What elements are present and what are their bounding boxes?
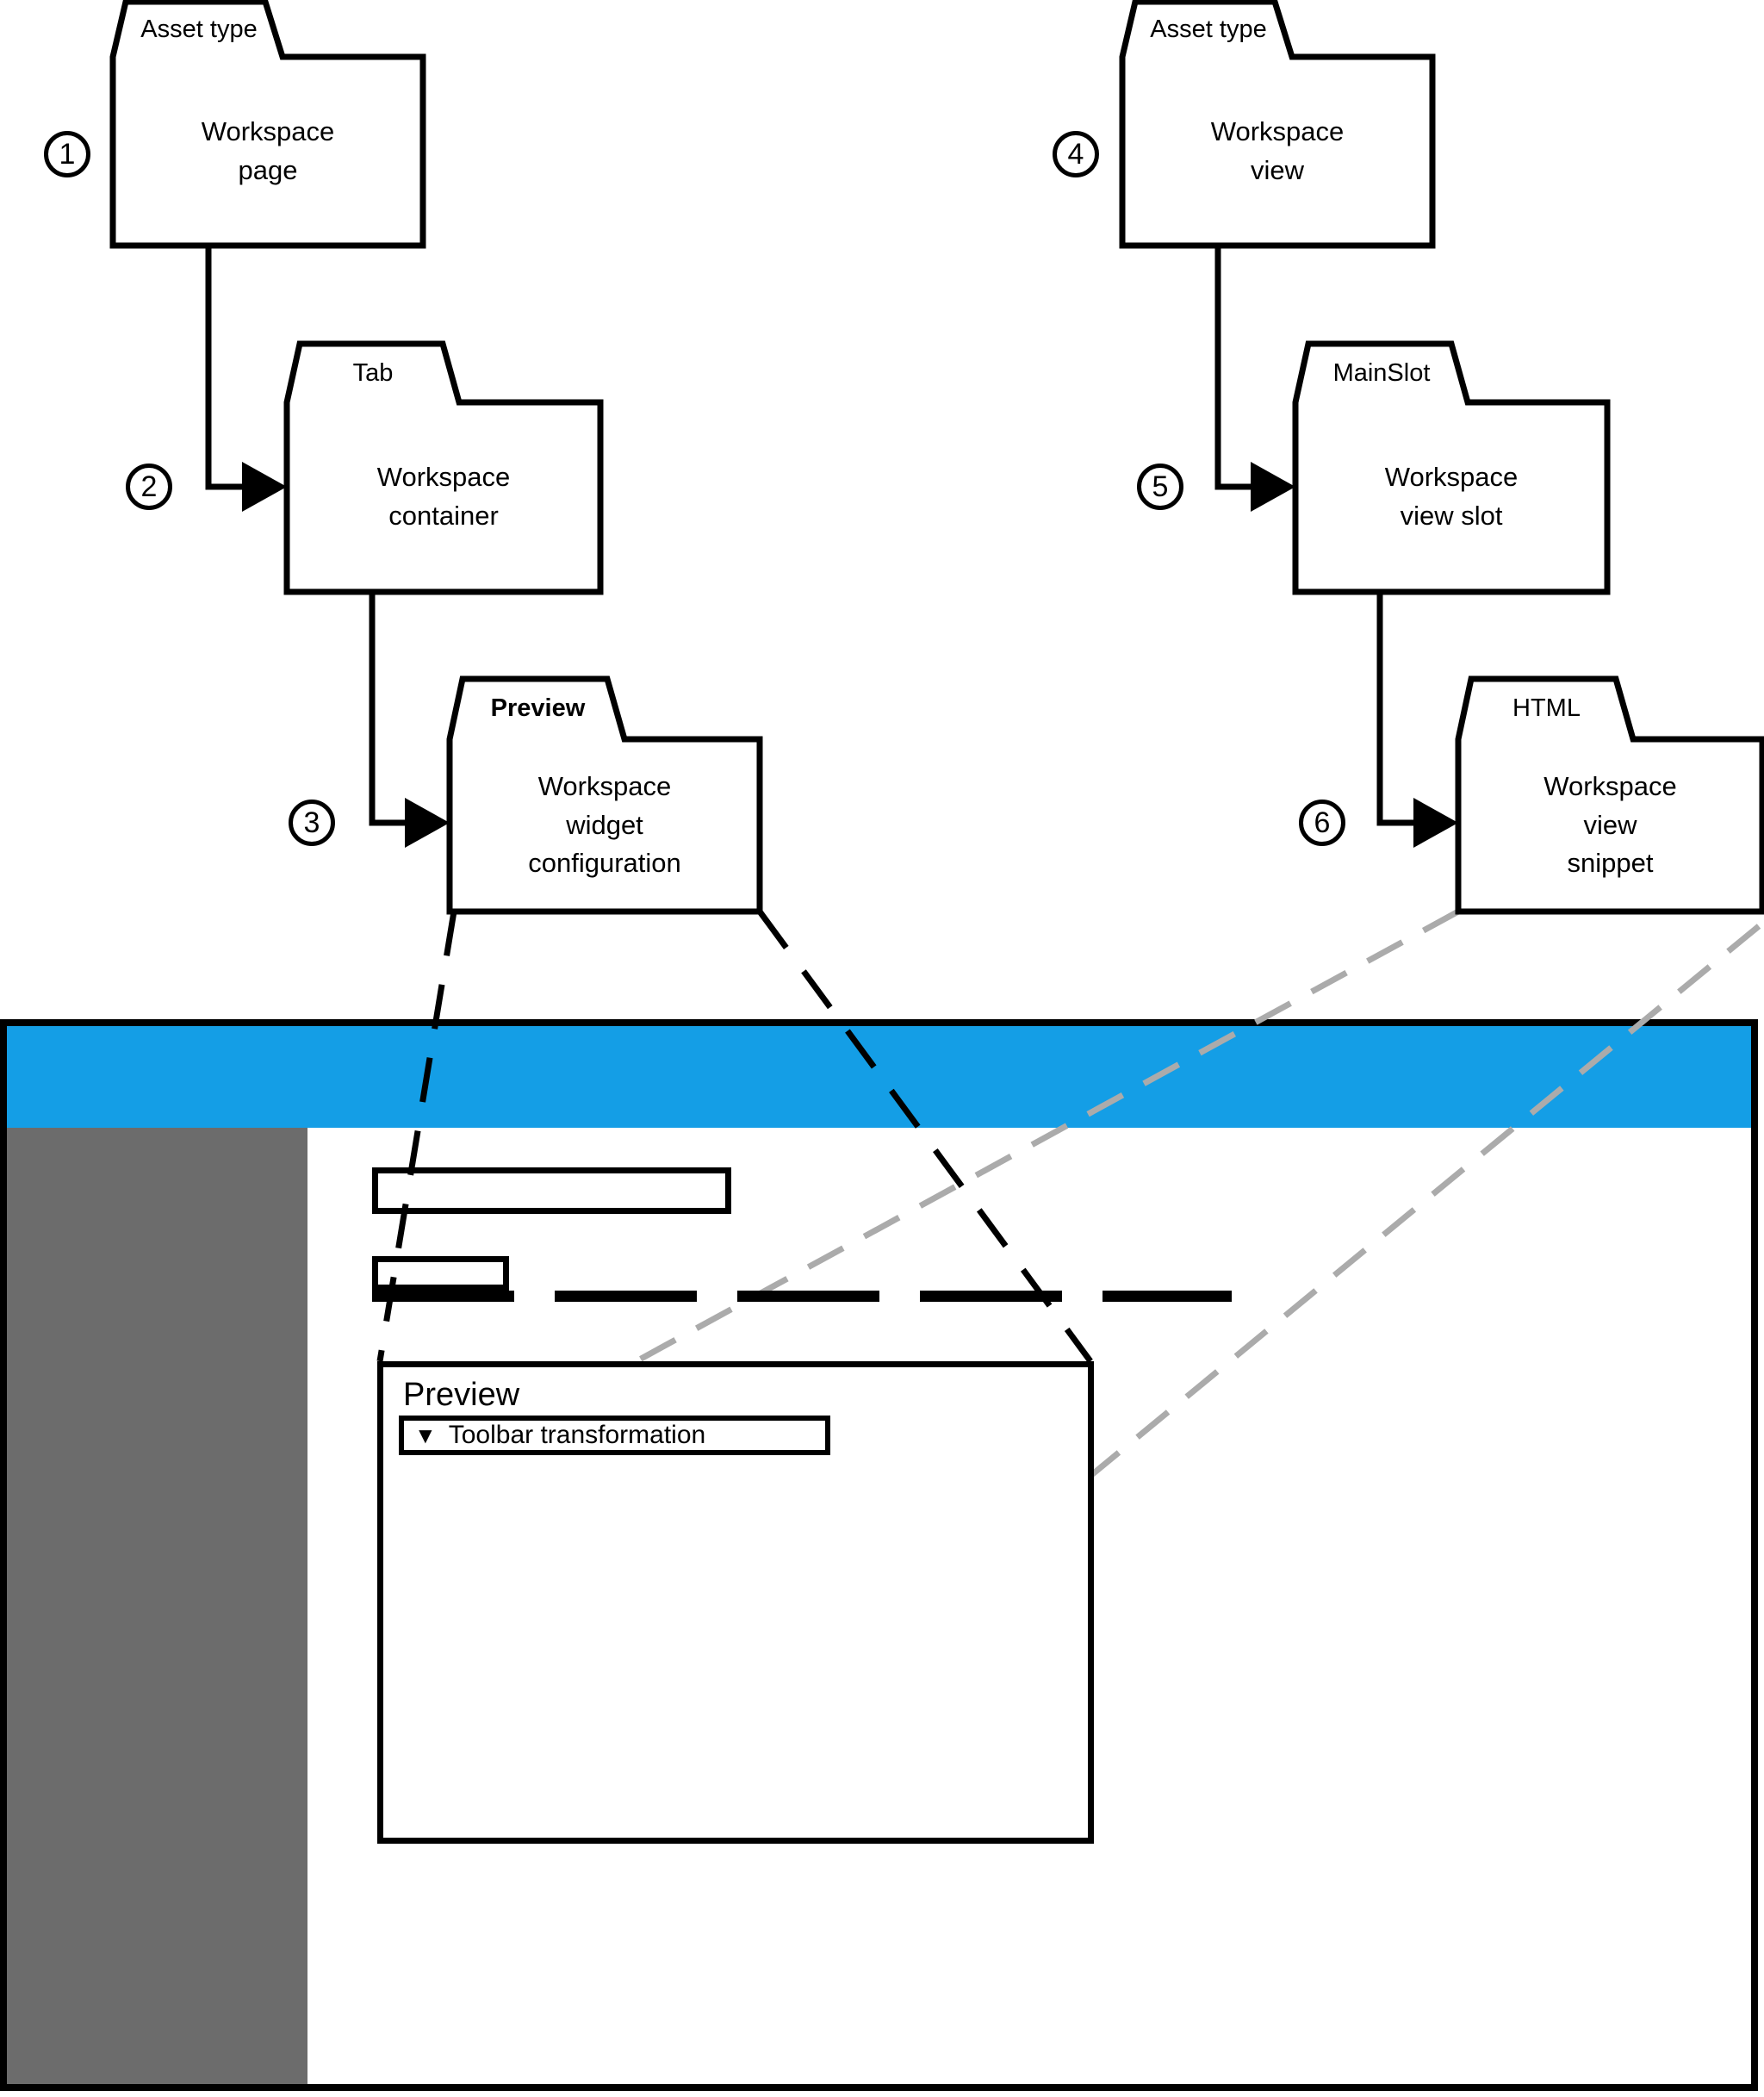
window-bottom-border	[0, 2084, 1758, 2091]
arrowhead-icon-4-to-5	[1251, 462, 1295, 512]
connector-1-to-2	[205, 246, 247, 490]
folder-tab-label: Tab	[352, 358, 394, 387]
folder-body-label: Workspace container	[376, 462, 511, 531]
folder-body-label: Workspace widget configuration	[528, 770, 681, 879]
folder-tab-label: Preview	[490, 694, 586, 722]
window-left-border	[0, 1019, 7, 2091]
folder-tab-label: HTML	[1512, 694, 1581, 722]
preview-panel-title: Preview	[403, 1377, 520, 1413]
tab-separator-dashed-line	[372, 1291, 1232, 1302]
folder-body-label: Workspace view	[1210, 115, 1345, 185]
app-header-bar	[0, 1026, 1758, 1128]
folder-tab-label: Asset type	[1150, 15, 1267, 43]
connector-4-to-5	[1214, 246, 1256, 490]
step-badge-1: 1	[44, 131, 90, 177]
toolbar-transformation-button[interactable]: ▼ Toolbar transformation	[399, 1416, 830, 1455]
folder-tab-label: MainSlot	[1332, 358, 1431, 387]
folder-tab-label: Asset type	[140, 15, 258, 43]
connector-2-to-3	[369, 592, 410, 826]
arrowhead-icon-1-to-2	[242, 462, 287, 512]
window-right-border	[1751, 1019, 1758, 2091]
step-badge-3: 3	[289, 800, 335, 846]
folder-body-label: Workspace view slot	[1384, 462, 1519, 531]
step-badge-6: 6	[1299, 800, 1345, 846]
callout-line-view-snippet-right	[1073, 924, 1761, 1490]
folder-body-label: Workspace page	[201, 115, 335, 185]
step-badge-2: 2	[126, 464, 172, 510]
app-sidebar	[7, 1128, 307, 2084]
title-placeholder-box	[372, 1167, 731, 1214]
step-badge-5: 5	[1137, 464, 1183, 510]
toolbar-transformation-label: Toolbar transformation	[448, 1421, 706, 1449]
active-tab-placeholder-box[interactable]	[372, 1256, 509, 1291]
arrowhead-icon-2-to-3	[405, 798, 450, 848]
step-badge-4: 4	[1053, 131, 1099, 177]
arrowhead-icon-5-to-6	[1413, 798, 1458, 848]
window-top-border	[0, 1019, 1758, 1026]
connector-5-to-6	[1376, 592, 1419, 826]
dropdown-triangle-icon: ▼	[414, 1422, 437, 1448]
folder-body-label: Workspace view snippet	[1544, 770, 1677, 879]
